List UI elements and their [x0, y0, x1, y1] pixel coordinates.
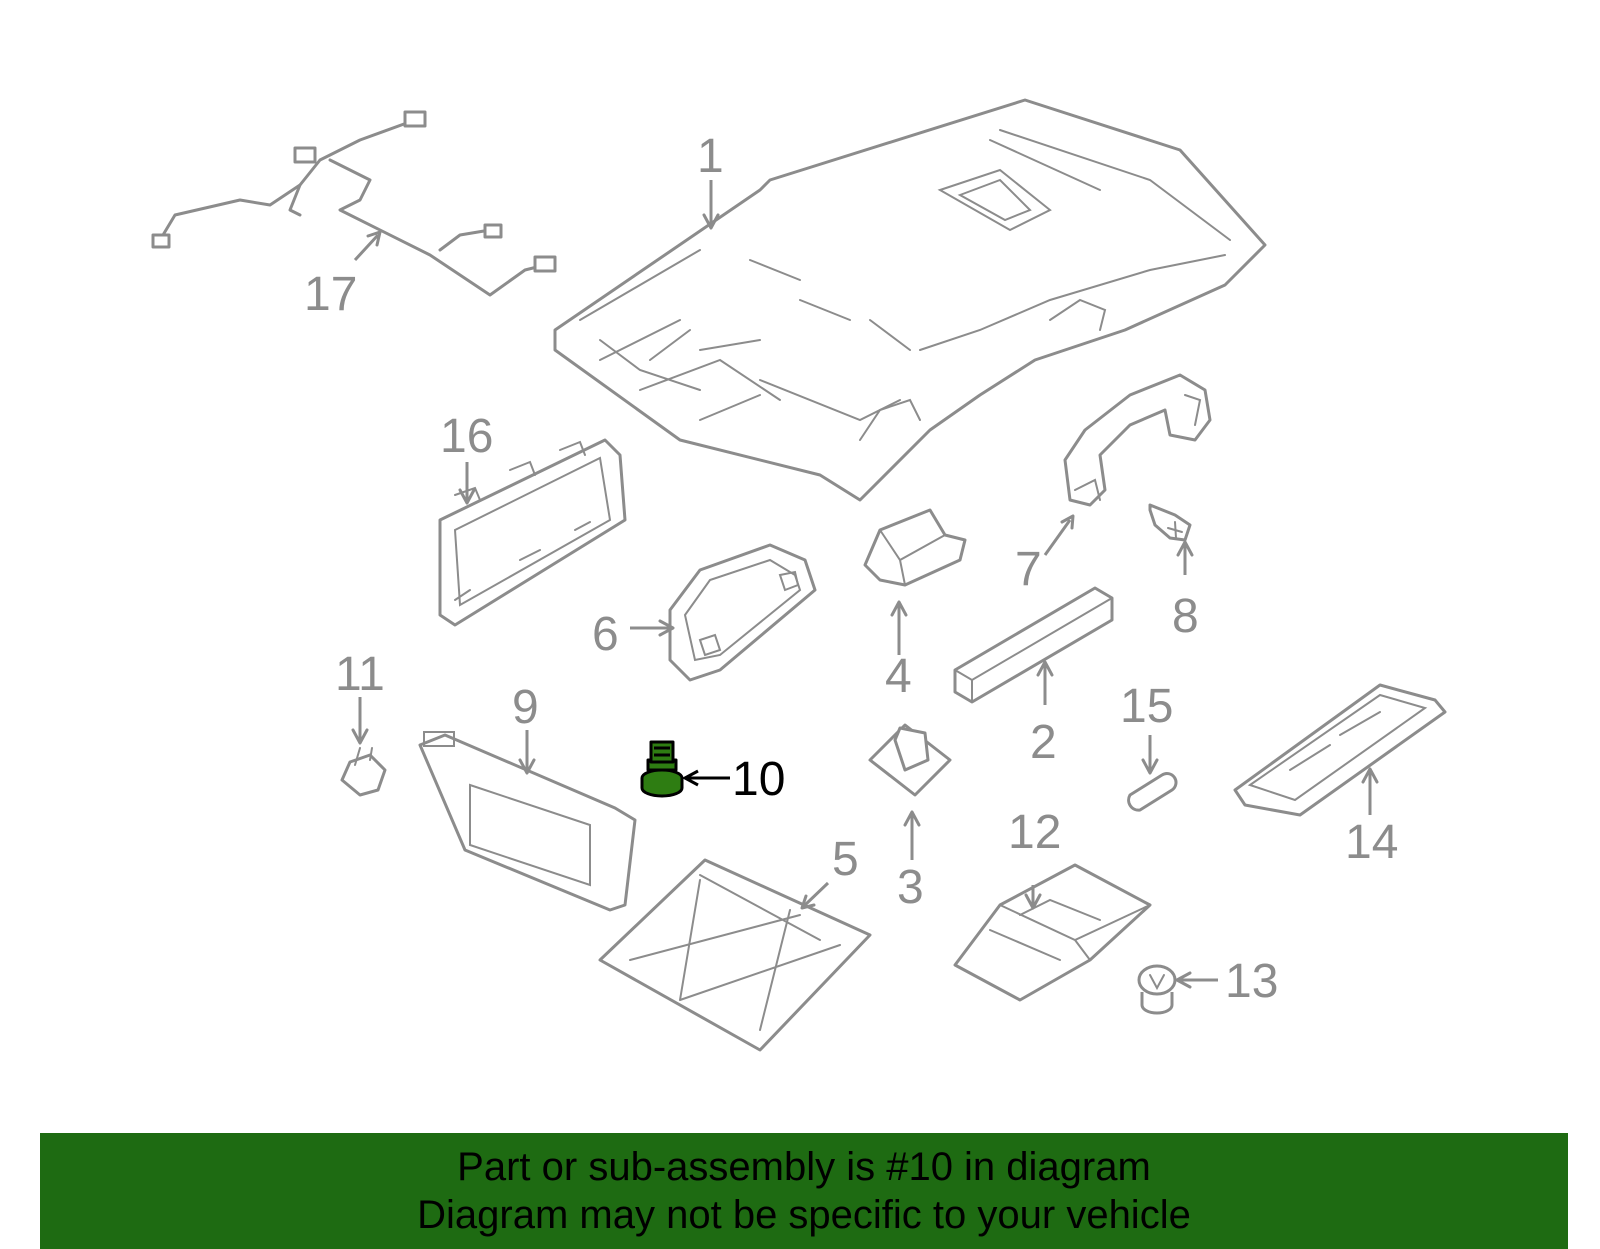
callout-5: 5	[832, 833, 859, 886]
callout-4: 4	[885, 650, 912, 703]
part-3-mount[interactable]	[868, 723, 952, 797]
callout-11: 11	[335, 648, 385, 701]
part-17-wiring-harness[interactable]	[151, 110, 557, 297]
callout-17: 17	[304, 268, 357, 321]
part-8-screw[interactable]	[1148, 503, 1192, 542]
part-15-bulb[interactable]	[1127, 772, 1178, 812]
callout-14: 14	[1345, 816, 1398, 869]
part-4-bracket[interactable]	[863, 508, 967, 587]
info-banner: Part or sub-assembly is #10 in diagram D…	[40, 1133, 1568, 1249]
callout-16: 16	[440, 410, 493, 463]
callout-8: 8	[1172, 590, 1199, 643]
callout-10: 10	[732, 753, 785, 806]
part-1-headliner[interactable]	[553, 98, 1267, 502]
part-7-grab-handle[interactable]	[1063, 373, 1212, 507]
callout-12: 12	[1008, 806, 1061, 859]
callout-7: 7	[1015, 543, 1042, 596]
part-11-clip[interactable]	[340, 747, 387, 797]
banner-line-2: Diagram may not be specific to your vehi…	[417, 1193, 1191, 1237]
callout-1: 1	[697, 130, 724, 183]
part-14-lamp-assembly[interactable]	[1233, 683, 1447, 817]
callout-13: 13	[1225, 955, 1278, 1008]
part-13-bulb[interactable]	[1137, 964, 1177, 1015]
part-2-bar[interactable]	[953, 586, 1114, 704]
callout-2: 2	[1030, 716, 1057, 769]
part-5-panel[interactable]	[598, 858, 872, 1052]
callout-9: 9	[512, 681, 539, 734]
callout-leaders	[351, 180, 1379, 989]
part-9-sun-visor[interactable]	[418, 731, 637, 912]
part-16-frame[interactable]	[438, 438, 627, 627]
callout-6: 6	[592, 608, 619, 661]
part-10-fastener[interactable]	[640, 740, 684, 798]
part-12-dome-lamp[interactable]	[953, 863, 1152, 1002]
callout-labels: 1 17 16 6 4 7 8 2 11 9 10 3 5 12 13 15 1…	[304, 130, 1398, 1008]
callout-3: 3	[897, 861, 924, 914]
part-6-console[interactable]	[668, 543, 817, 682]
callout-15: 15	[1120, 680, 1173, 733]
banner-line-1: Part or sub-assembly is #10 in diagram	[457, 1145, 1151, 1189]
